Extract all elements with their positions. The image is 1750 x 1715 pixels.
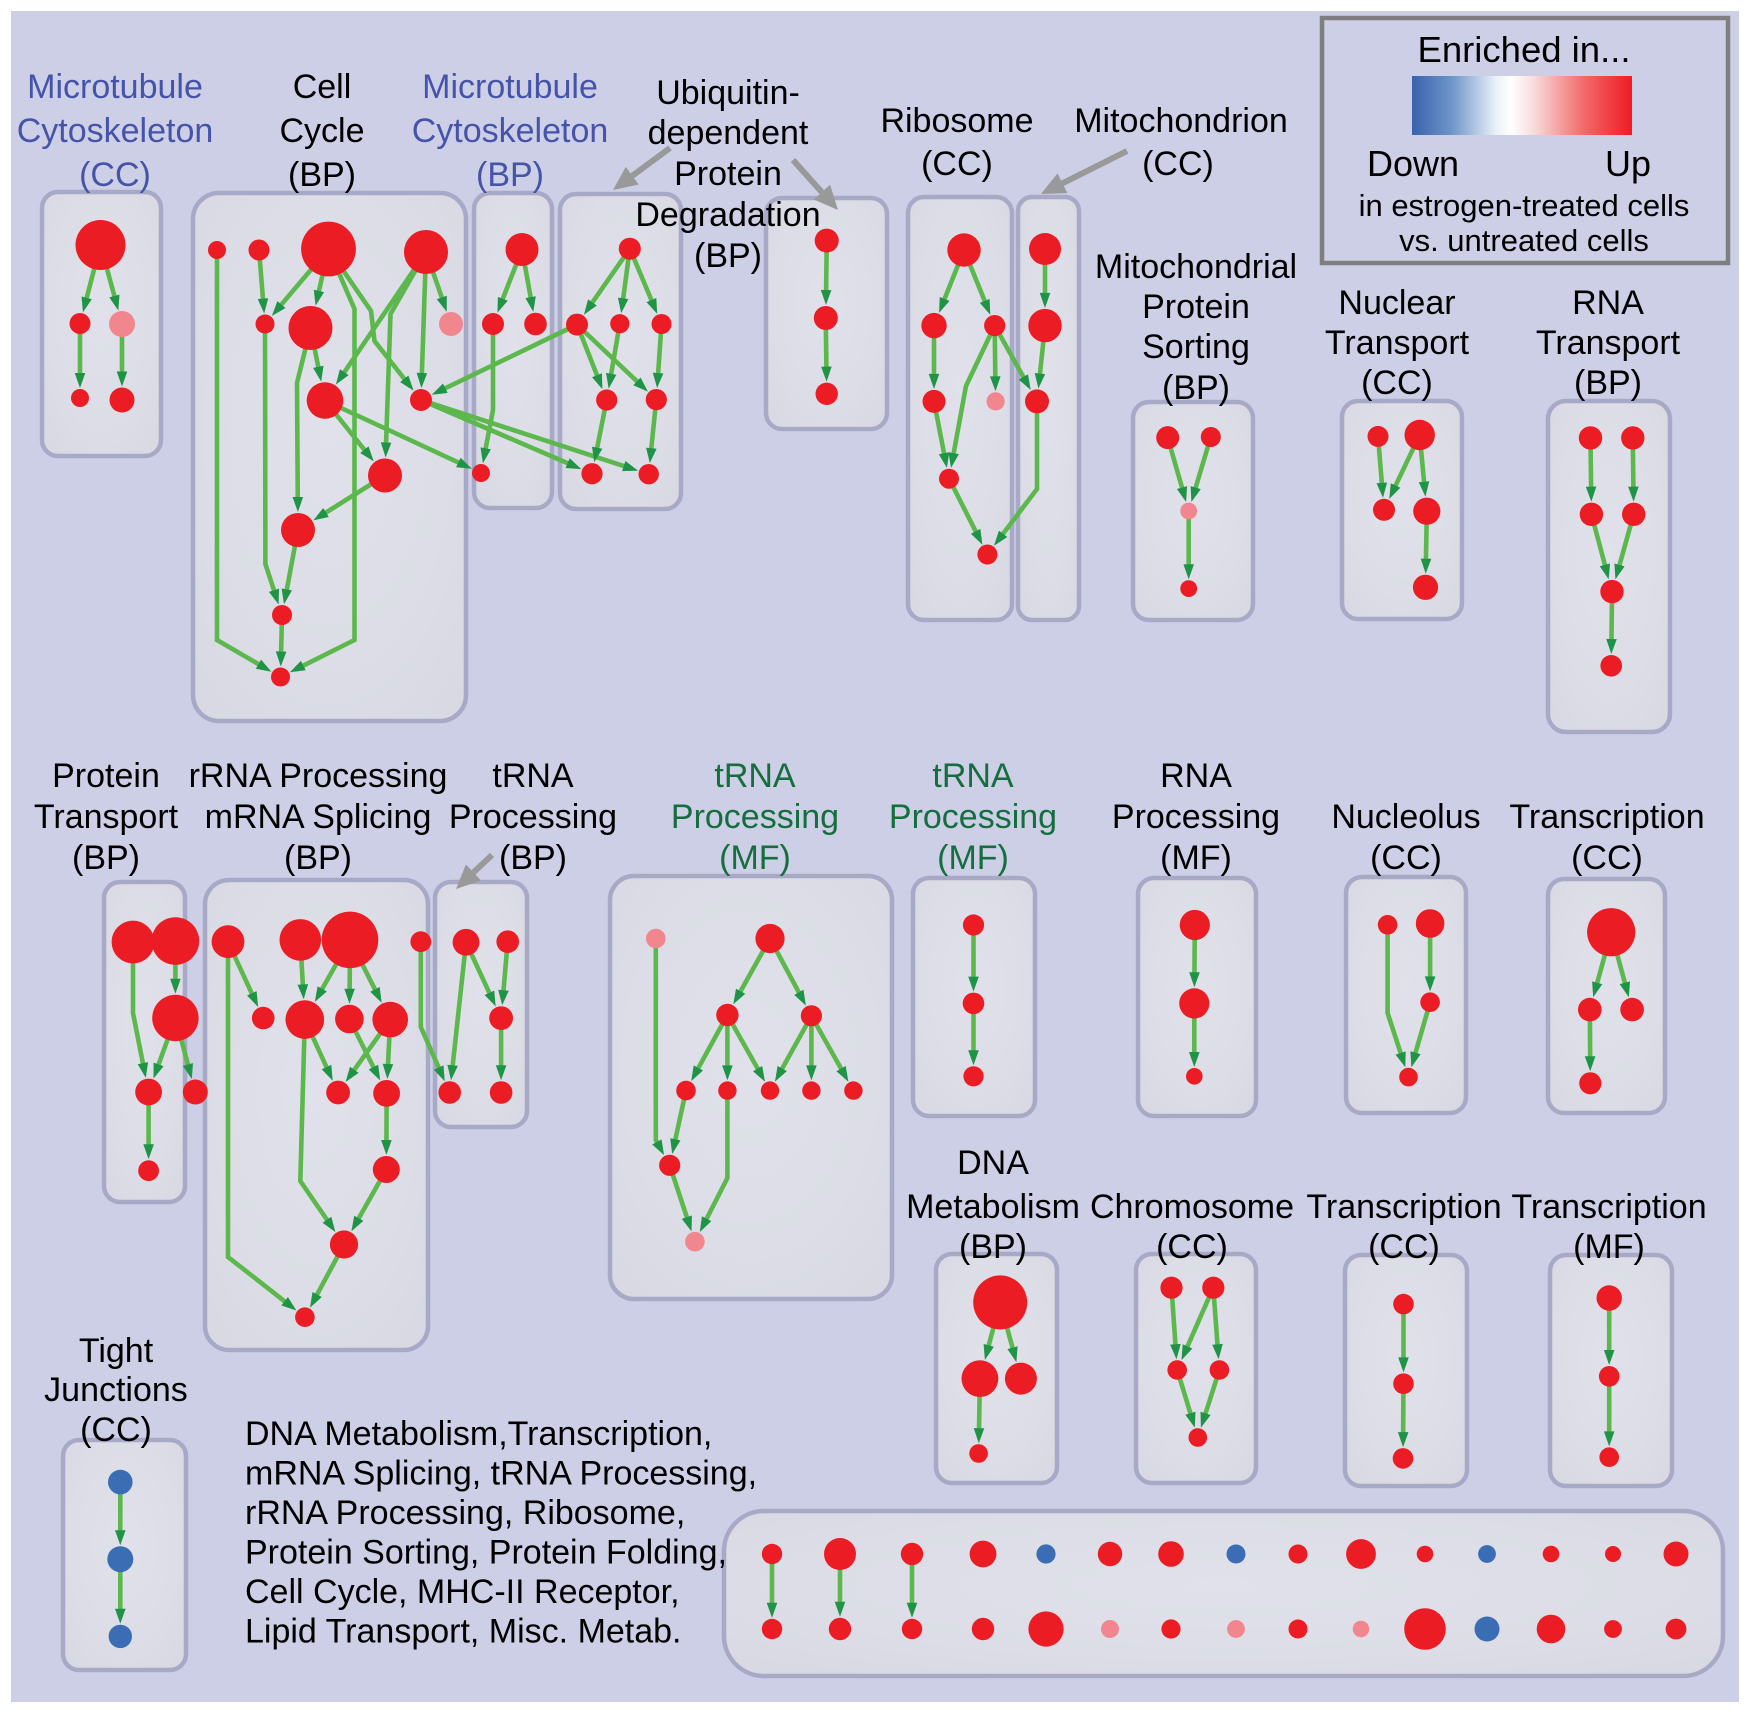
svg-text:(CC): (CC) [1156, 1228, 1228, 1266]
svg-text:Processing: Processing [449, 798, 617, 836]
svg-text:Mitochondrial: Mitochondrial [1095, 248, 1297, 286]
svg-text:Transport: Transport [1325, 324, 1470, 362]
svg-text:in estrogen-treated cells: in estrogen-treated cells [1359, 188, 1690, 223]
svg-text:Transcription: Transcription [1306, 1188, 1501, 1226]
svg-text:(MF): (MF) [719, 839, 791, 877]
svg-text:Cytoskeleton: Cytoskeleton [412, 112, 609, 150]
svg-text:Enriched in...: Enriched in... [1417, 29, 1630, 70]
svg-text:(CC): (CC) [1142, 145, 1214, 183]
svg-text:Up: Up [1605, 143, 1651, 184]
svg-text:Mitochondrion: Mitochondrion [1074, 102, 1288, 140]
svg-text:Down: Down [1367, 143, 1459, 184]
svg-text:mRNA Splicing, tRNA Processing: mRNA Splicing, tRNA Processing, [245, 1455, 757, 1493]
svg-text:tRNA: tRNA [932, 757, 1014, 795]
svg-text:Cell Cycle, MHC-II Receptor,: Cell Cycle, MHC-II Receptor, [245, 1573, 680, 1611]
svg-text:(CC): (CC) [1361, 364, 1433, 402]
svg-text:(BP): (BP) [959, 1228, 1027, 1266]
svg-text:(BP): (BP) [476, 156, 544, 194]
svg-text:Protein: Protein [52, 757, 160, 795]
svg-text:vs. untreated cells: vs. untreated cells [1399, 223, 1649, 258]
svg-text:dependent: dependent [648, 114, 809, 152]
svg-text:Cytoskeleton: Cytoskeleton [17, 112, 214, 150]
svg-text:Protein Sorting, Protein Foldi: Protein Sorting, Protein Folding, [245, 1534, 727, 1572]
svg-text:mRNA Splicing: mRNA Splicing [205, 798, 432, 836]
svg-text:RNA: RNA [1160, 757, 1232, 795]
svg-text:(BP): (BP) [1574, 364, 1642, 402]
svg-text:Nuclear: Nuclear [1338, 284, 1455, 322]
svg-text:Cell: Cell [293, 68, 352, 106]
svg-text:Microtubule: Microtubule [422, 68, 598, 106]
svg-text:rRNA Processing, Ribosome,: rRNA Processing, Ribosome, [245, 1494, 685, 1532]
svg-text:(CC): (CC) [79, 156, 151, 194]
svg-text:rRNA Processing: rRNA Processing [189, 757, 448, 795]
svg-text:Protein: Protein [674, 155, 782, 193]
svg-text:(BP): (BP) [694, 237, 762, 275]
svg-text:Processing: Processing [671, 798, 839, 836]
svg-text:Lipid Transport, Misc. Metab.: Lipid Transport, Misc. Metab. [245, 1613, 682, 1651]
svg-text:(MF): (MF) [1573, 1228, 1645, 1266]
svg-text:Ribosome: Ribosome [880, 102, 1033, 140]
svg-text:(BP): (BP) [1162, 369, 1230, 407]
svg-text:Nucleolus: Nucleolus [1331, 798, 1480, 836]
svg-text:(MF): (MF) [1160, 839, 1232, 877]
svg-text:Processing: Processing [889, 798, 1057, 836]
svg-text:Degradation: Degradation [635, 196, 820, 234]
svg-text:(CC): (CC) [80, 1411, 152, 1449]
svg-text:Junctions: Junctions [44, 1371, 188, 1409]
svg-text:(CC): (CC) [1368, 1228, 1440, 1266]
svg-text:Tight: Tight [79, 1332, 154, 1370]
svg-text:(BP): (BP) [284, 839, 352, 877]
svg-text:Microtubule: Microtubule [27, 68, 203, 106]
svg-text:(CC): (CC) [1370, 839, 1442, 877]
svg-text:Processing: Processing [1112, 798, 1280, 836]
svg-text:tRNA: tRNA [492, 757, 574, 795]
svg-text:Transcription: Transcription [1509, 798, 1704, 836]
svg-text:Chromosome: Chromosome [1090, 1188, 1294, 1226]
svg-text:DNA: DNA [957, 1144, 1029, 1182]
svg-text:Transcription: Transcription [1511, 1188, 1706, 1226]
svg-text:Cycle: Cycle [279, 112, 364, 150]
svg-text:DNA Metabolism,Transcription,: DNA Metabolism,Transcription, [245, 1415, 712, 1453]
svg-text:(CC): (CC) [921, 145, 993, 183]
svg-text:(BP): (BP) [288, 156, 356, 194]
svg-text:(BP): (BP) [499, 839, 567, 877]
svg-text:(MF): (MF) [937, 839, 1009, 877]
svg-text:Metabolism: Metabolism [906, 1188, 1080, 1226]
svg-text:(CC): (CC) [1571, 839, 1643, 877]
svg-text:Sorting: Sorting [1142, 328, 1250, 366]
svg-text:(BP): (BP) [72, 839, 140, 877]
svg-text:Transport: Transport [34, 798, 179, 836]
svg-text:RNA: RNA [1572, 284, 1644, 322]
svg-text:Protein: Protein [1142, 288, 1250, 326]
svg-text:Ubiquitin-: Ubiquitin- [656, 74, 800, 112]
svg-text:Transport: Transport [1536, 324, 1681, 362]
svg-text:tRNA: tRNA [714, 757, 796, 795]
